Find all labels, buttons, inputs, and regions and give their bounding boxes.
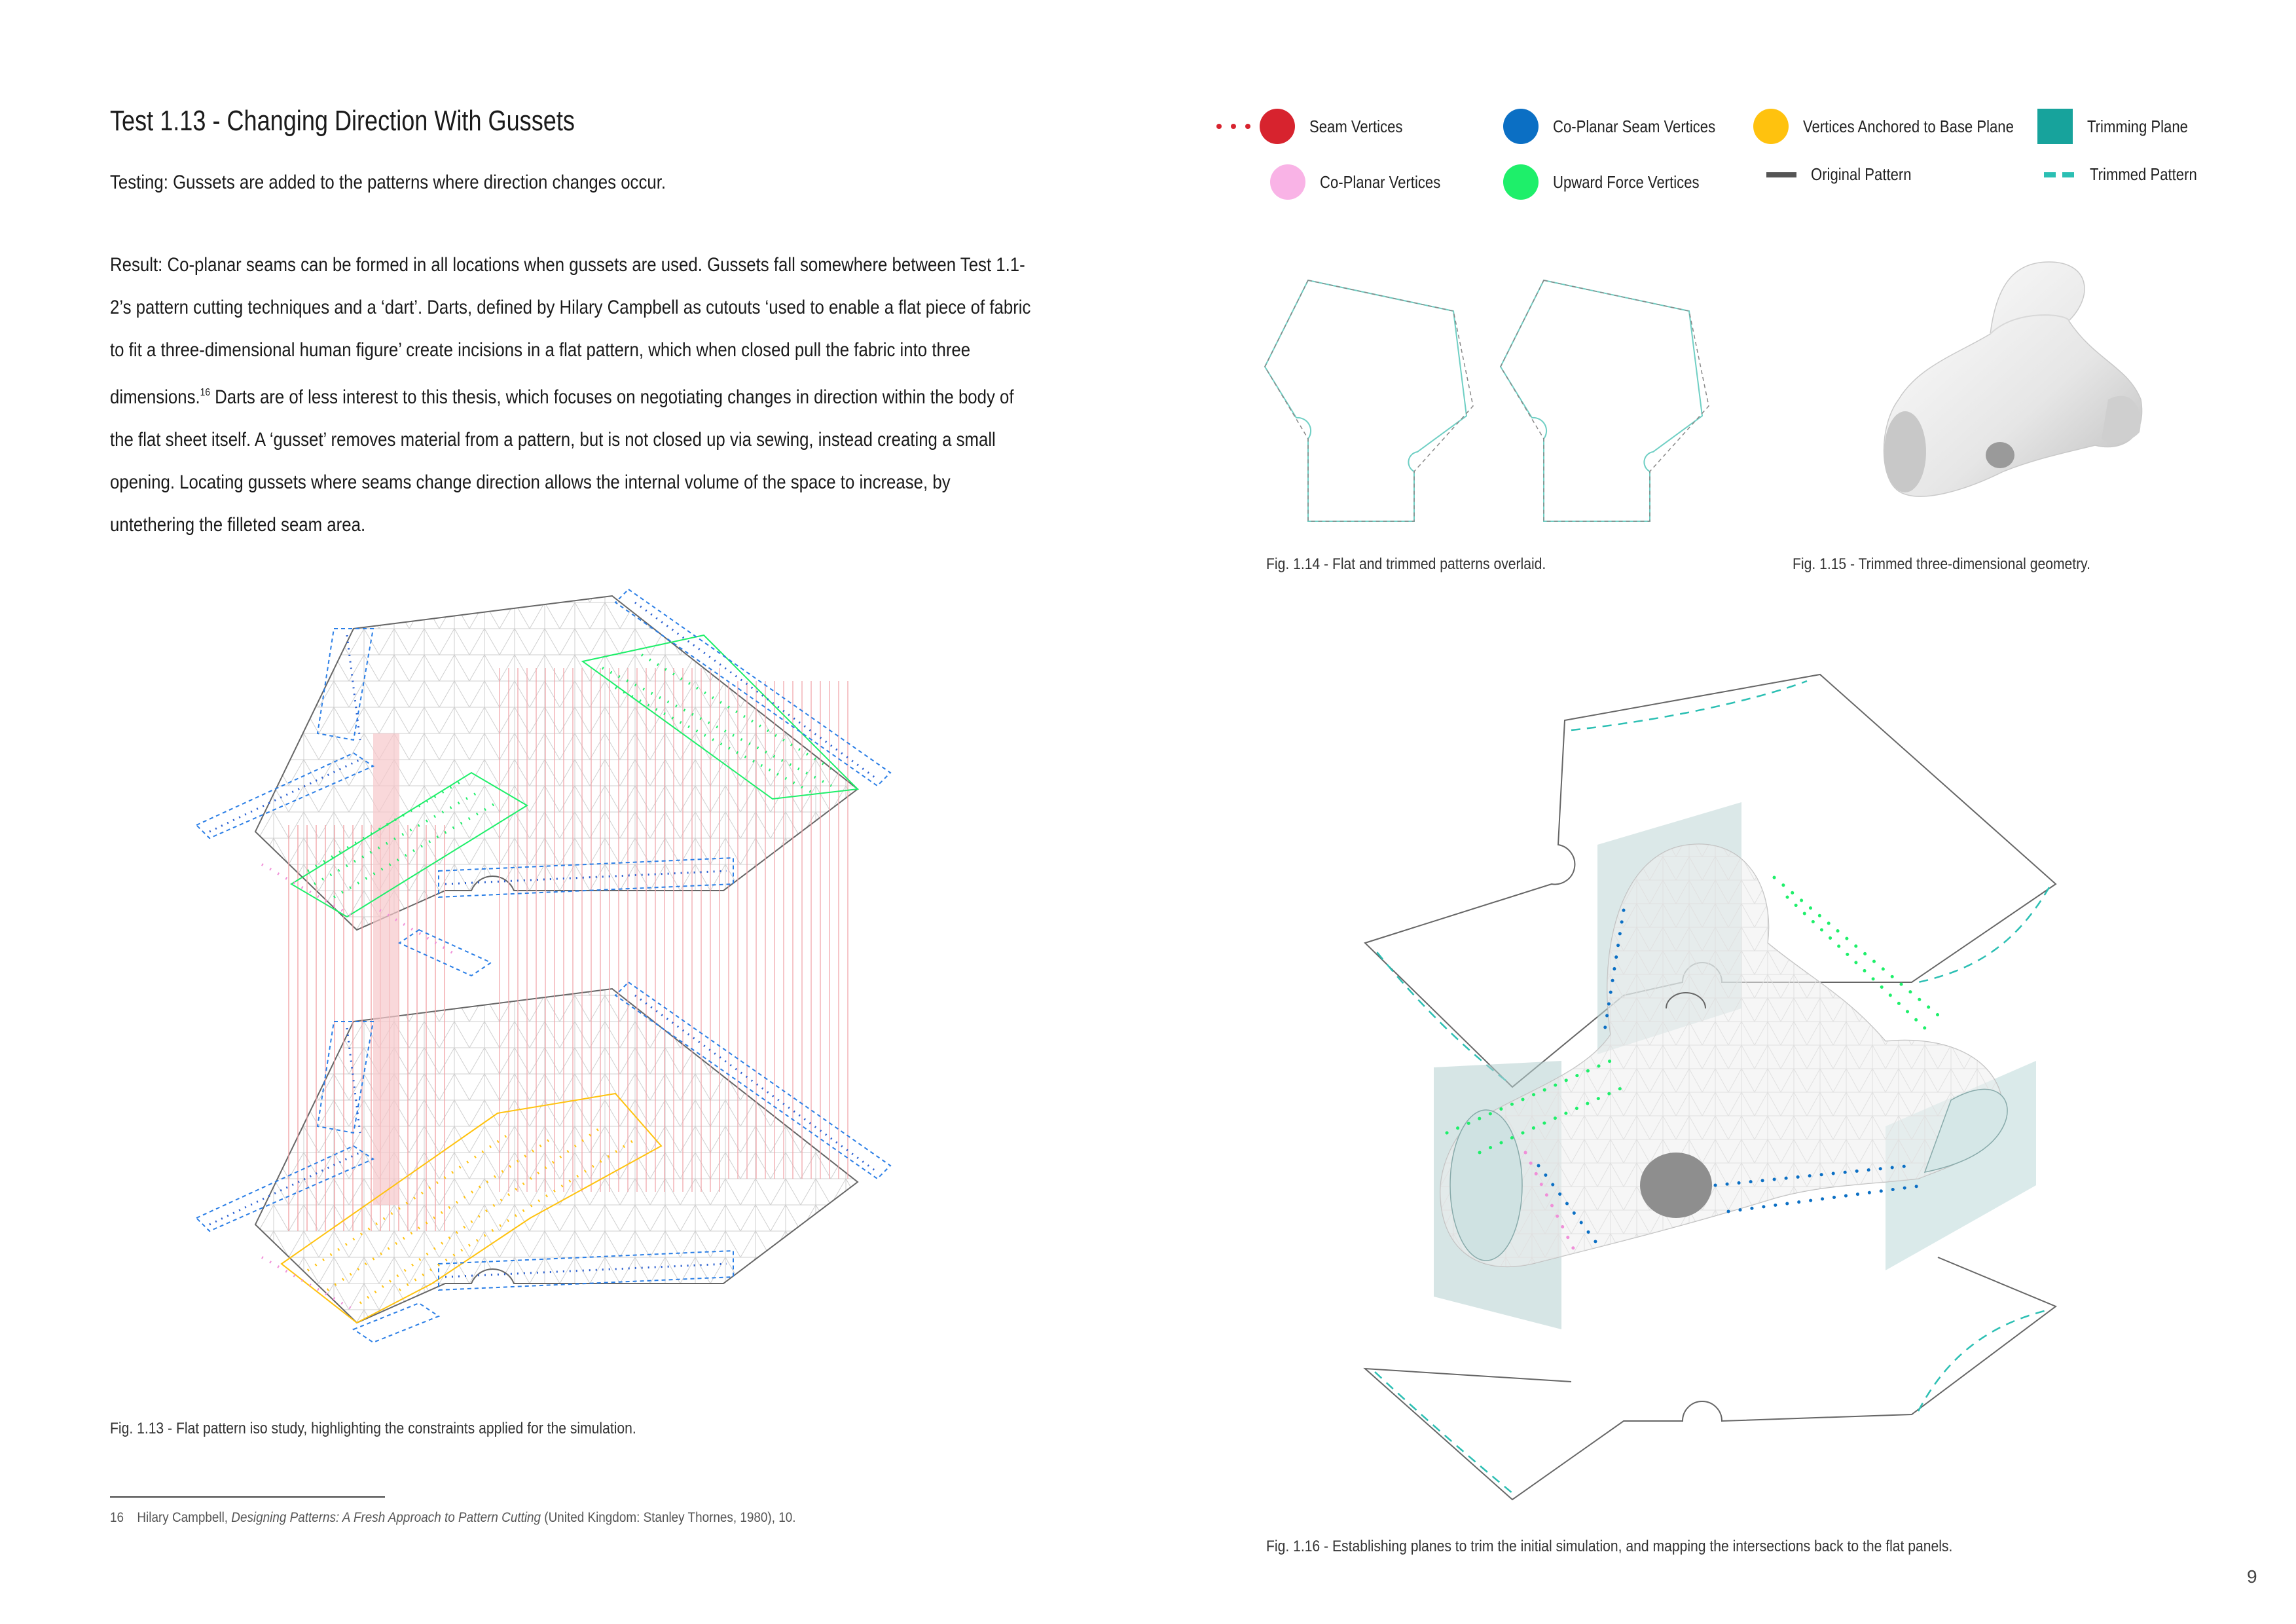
- coplanar-seam-vertex-rows: [209, 601, 878, 1278]
- footnote-author: Hilary Campbell,: [137, 1510, 232, 1525]
- footnote-rest: (United Kingdom: Stanley Thornes, 1980),…: [541, 1510, 796, 1525]
- legend-label: Original Pattern: [1811, 164, 1912, 184]
- caption-fig-116: Fig. 1.16 - Establishing planes to trim …: [1266, 1538, 1953, 1555]
- footnote: 16 Hilary Campbell, Designing Patterns: A…: [110, 1510, 795, 1526]
- coplanar-dots: [1523, 1151, 1580, 1259]
- coplanar-seam-swatch: [1503, 109, 1539, 144]
- legend-label: Trimmed Pattern: [2090, 164, 2197, 184]
- shell-opening-left: [1449, 1109, 1523, 1261]
- original-pattern-swatch: [1766, 172, 1796, 177]
- footnote-rule: [110, 1496, 385, 1498]
- coplanar-swatch: [1270, 164, 1305, 200]
- legend-trimmed-pattern: Trimmed Pattern: [2044, 164, 2216, 185]
- legend-original-pattern: Original Pattern: [1766, 164, 1929, 185]
- testing-paragraph: Testing: Gussets are added to the patter…: [110, 172, 666, 193]
- shell-gusset-hole: [1640, 1153, 1712, 1218]
- projection-band: [373, 733, 399, 1205]
- legend-label: Upward Force Vertices: [1553, 172, 1700, 192]
- shell-body: [1883, 261, 2143, 497]
- fig-116-trimming-planes: [1363, 673, 2057, 1501]
- top-panel-trimmed: [1374, 680, 2050, 1081]
- legend-label: Seam Vertices: [1309, 116, 1403, 136]
- shell-opening-right: [2102, 396, 2141, 443]
- result-text-part1: Result: Co-planar seams can be formed in…: [110, 254, 1031, 408]
- result-paragraph: Result: Co-planar seams can be formed in…: [110, 244, 1033, 546]
- shell-opening-right: [1923, 1088, 2008, 1173]
- bottom-panel-trimmed: [1374, 1308, 2050, 1494]
- upward-force-swatch: [1503, 164, 1539, 200]
- caption-fig-114: Fig. 1.14 - Flat and trimmed patterns ov…: [1266, 555, 1546, 573]
- legend-trimming-plane: Trimming Plane: [2037, 109, 2206, 144]
- shell-gusset-hole: [1986, 442, 2014, 468]
- legend-label: Vertices Anchored to Base Plane: [1803, 116, 2014, 136]
- anchored-swatch: [1753, 109, 1789, 144]
- projection-lines-right: [498, 668, 720, 1192]
- footnote-number: 16: [110, 1510, 124, 1525]
- pattern-right: [1499, 279, 1709, 522]
- caption-fig-113: Fig. 1.13 - Flat pattern iso study, high…: [110, 1420, 636, 1437]
- upward-dots-2: [1785, 895, 1927, 1030]
- seam-strips-top: [195, 588, 892, 1344]
- upward-dots-4: [1478, 1085, 1626, 1154]
- shell-top-gusset: [1666, 992, 1706, 1009]
- anchored-region: [280, 1092, 663, 1324]
- legend-label: Trimming Plane: [2087, 116, 2188, 136]
- fig-113-iso-diagram: [195, 588, 892, 1344]
- result-text-part2: Darts are of less interest to this thesi…: [110, 386, 1014, 536]
- fig-115-3d-geometry: [1883, 261, 2143, 497]
- upward-force-dots: [306, 654, 839, 898]
- caption-fig-115: Fig. 1.15 - Trimmed three-dimensional ge…: [1793, 555, 2091, 573]
- legend-anchored-vertices: Vertices Anchored to Base Plane: [1753, 109, 2051, 144]
- shell-top-fold: [1990, 314, 2069, 335]
- simulated-shell-fill: [1440, 844, 2003, 1267]
- legend-seam-vertices: Seam Vertices: [1215, 109, 1419, 144]
- fig-114-patterns: [1264, 279, 1709, 522]
- upward-force-region-1: [581, 634, 860, 800]
- legend-coplanar-seam-vertices: Co-Planar Seam Vertices: [1503, 109, 1744, 144]
- footnote-ref[interactable]: 16: [200, 387, 210, 398]
- projection-lines-left: [288, 825, 445, 1231]
- legend-upward-force: Upward Force Vertices: [1503, 164, 1725, 200]
- upward-dots-1: [1772, 876, 1940, 1017]
- bottom-panel-original: [1363, 1257, 2057, 1501]
- anchored-dots: [306, 1125, 636, 1304]
- page-number: 9: [2247, 1566, 2257, 1587]
- trimmed-pattern-swatch: [2044, 172, 2074, 177]
- legend-label: Co-Planar Seam Vertices: [1553, 116, 1716, 136]
- footnote-book-title: Designing Patterns: A Fresh Approach to …: [231, 1510, 541, 1525]
- projection-lines-far: [720, 681, 851, 1179]
- seam-dotted-line-icon: [1216, 124, 1250, 129]
- shell-opening-left: [1884, 411, 1926, 492]
- seam-vertices-swatch: [1260, 109, 1295, 144]
- coplanar-seam-dots-2: [1713, 1164, 1914, 1187]
- page-title: Test 1.13 - Changing Direction With Guss…: [110, 105, 575, 137]
- legend-coplanar-vertices: Co-Planar Vertices: [1270, 164, 1462, 200]
- coplanar-seam-dots-3: [1726, 1183, 1927, 1213]
- legend-label: Co-Planar Vertices: [1320, 172, 1441, 192]
- coplanar-seam-dots-4: [1537, 1164, 1599, 1246]
- trimming-plane-swatch: [2037, 109, 2073, 144]
- pattern-left: [1264, 279, 1474, 522]
